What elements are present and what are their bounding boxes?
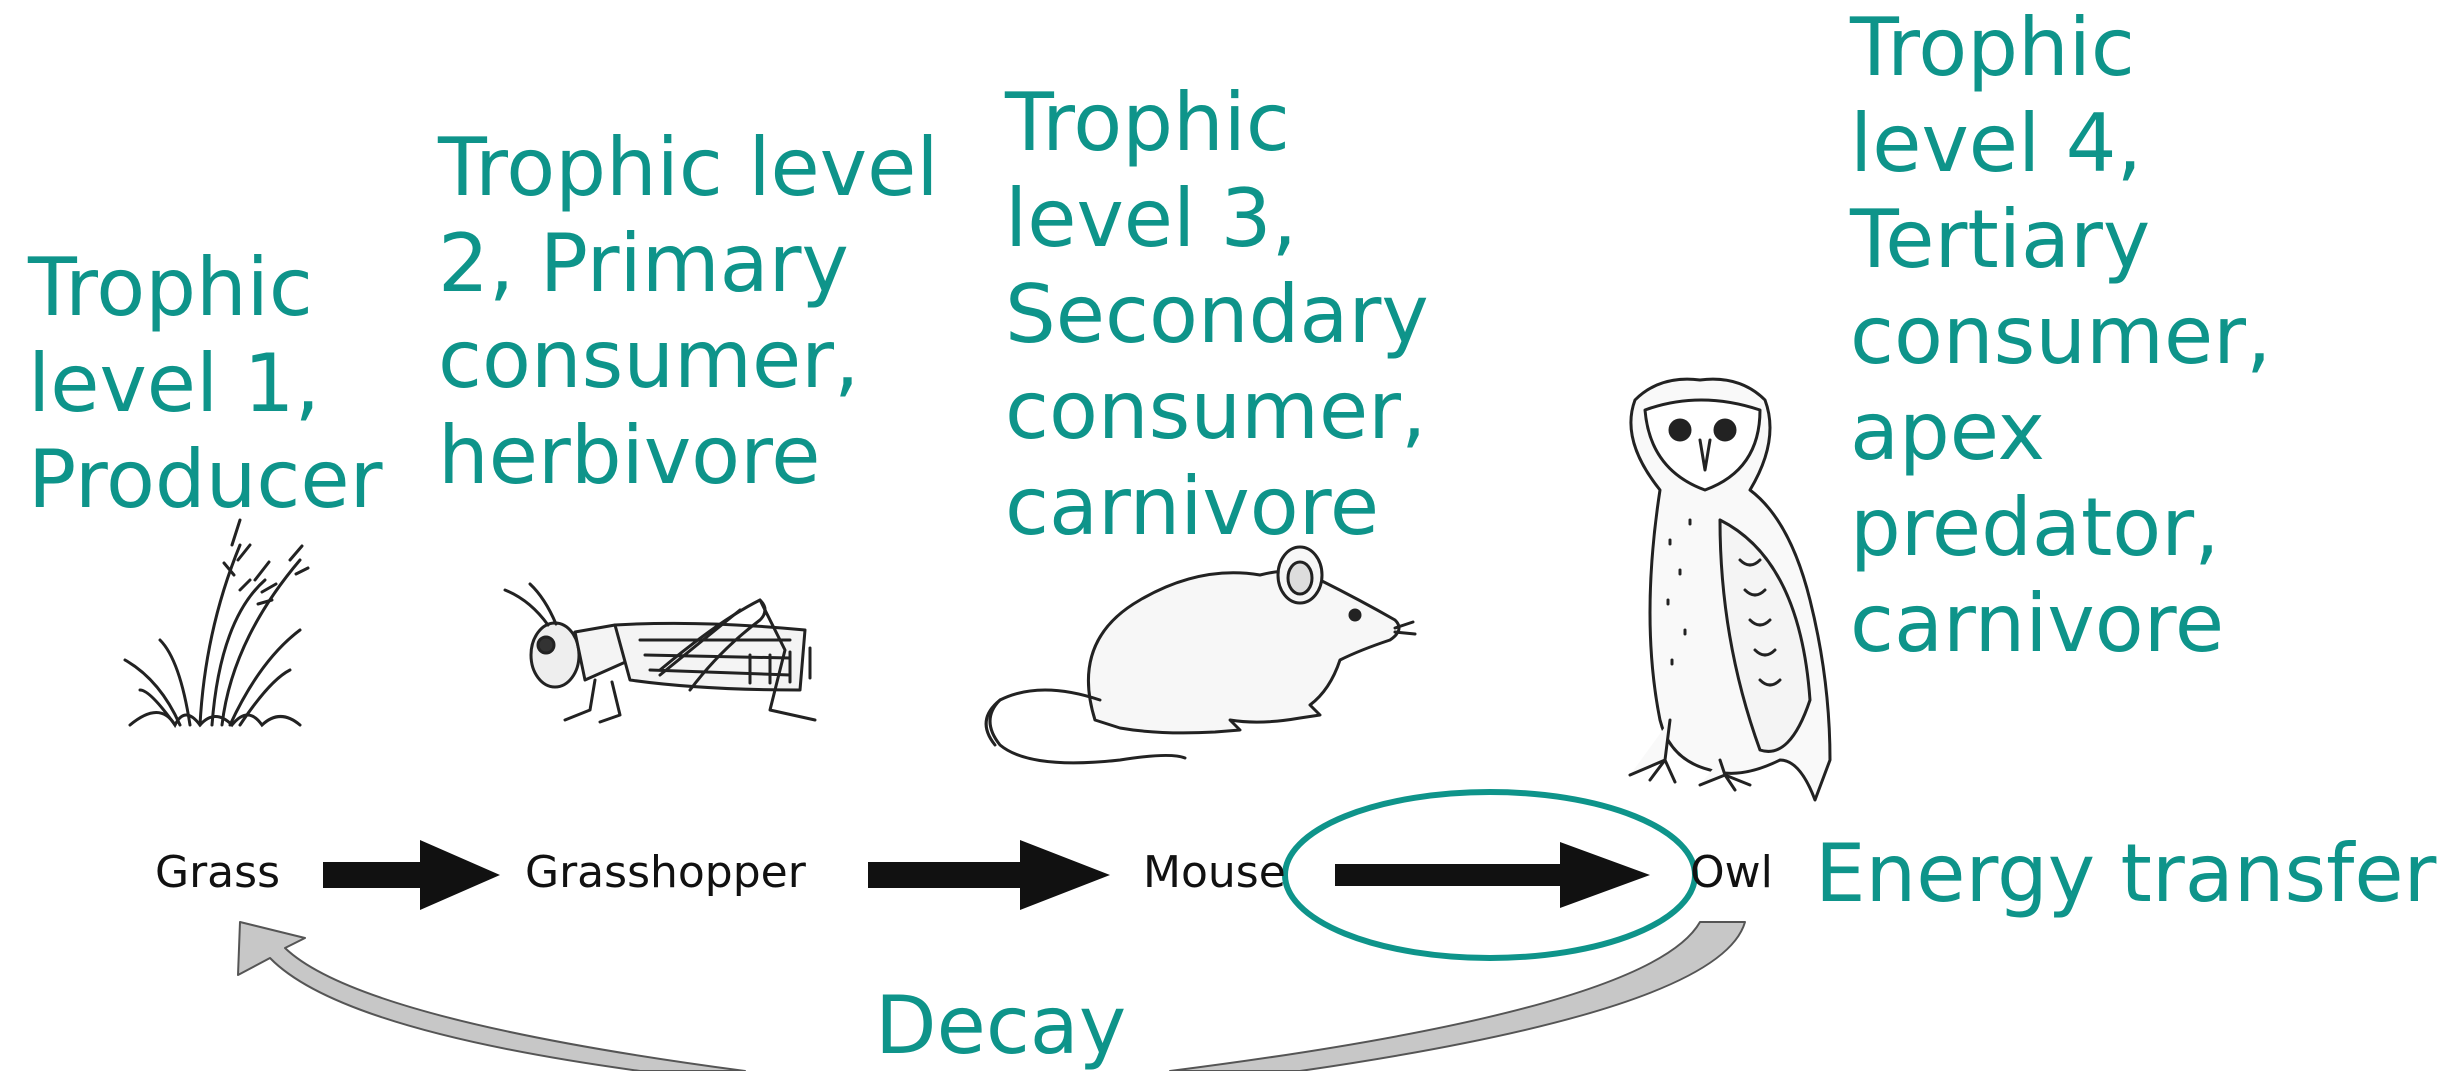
trophic-level-2-label: Trophic level 2, Primary consumer, herbi… xyxy=(438,121,939,502)
grasshopper-icon xyxy=(503,582,817,724)
decay-arrow xyxy=(237,921,1746,1071)
energy-transfer-label: Energy transfer xyxy=(1815,827,2437,920)
arrow-mouse-to-owl xyxy=(1335,842,1650,908)
energy-transfer-highlight xyxy=(1282,789,1698,961)
arrow-grasshopper-to-mouse xyxy=(868,840,1110,910)
grass-icon xyxy=(123,518,310,729)
organism-name-owl: Owl xyxy=(1690,847,1773,898)
decay-label: Decay xyxy=(875,979,1127,1072)
owl-icon xyxy=(1628,377,1832,802)
trophic-level-1-label: Trophic level 1, Producer xyxy=(28,241,383,526)
trophic-level-4-label: Trophic level 4, Tertiary consumer, apex… xyxy=(1850,1,2272,670)
organism-name-grasshopper: Grasshopper xyxy=(525,847,806,898)
energy-arrows xyxy=(323,840,1650,910)
mouse-icon xyxy=(984,545,1417,765)
arrow-grass-to-grasshopper xyxy=(323,840,500,910)
organism-name-mouse: Mouse xyxy=(1143,847,1286,898)
trophic-level-3-label: Trophic level 3, Secondary consumer, car… xyxy=(1005,76,1429,553)
organism-name-grass: Grass xyxy=(155,847,280,898)
